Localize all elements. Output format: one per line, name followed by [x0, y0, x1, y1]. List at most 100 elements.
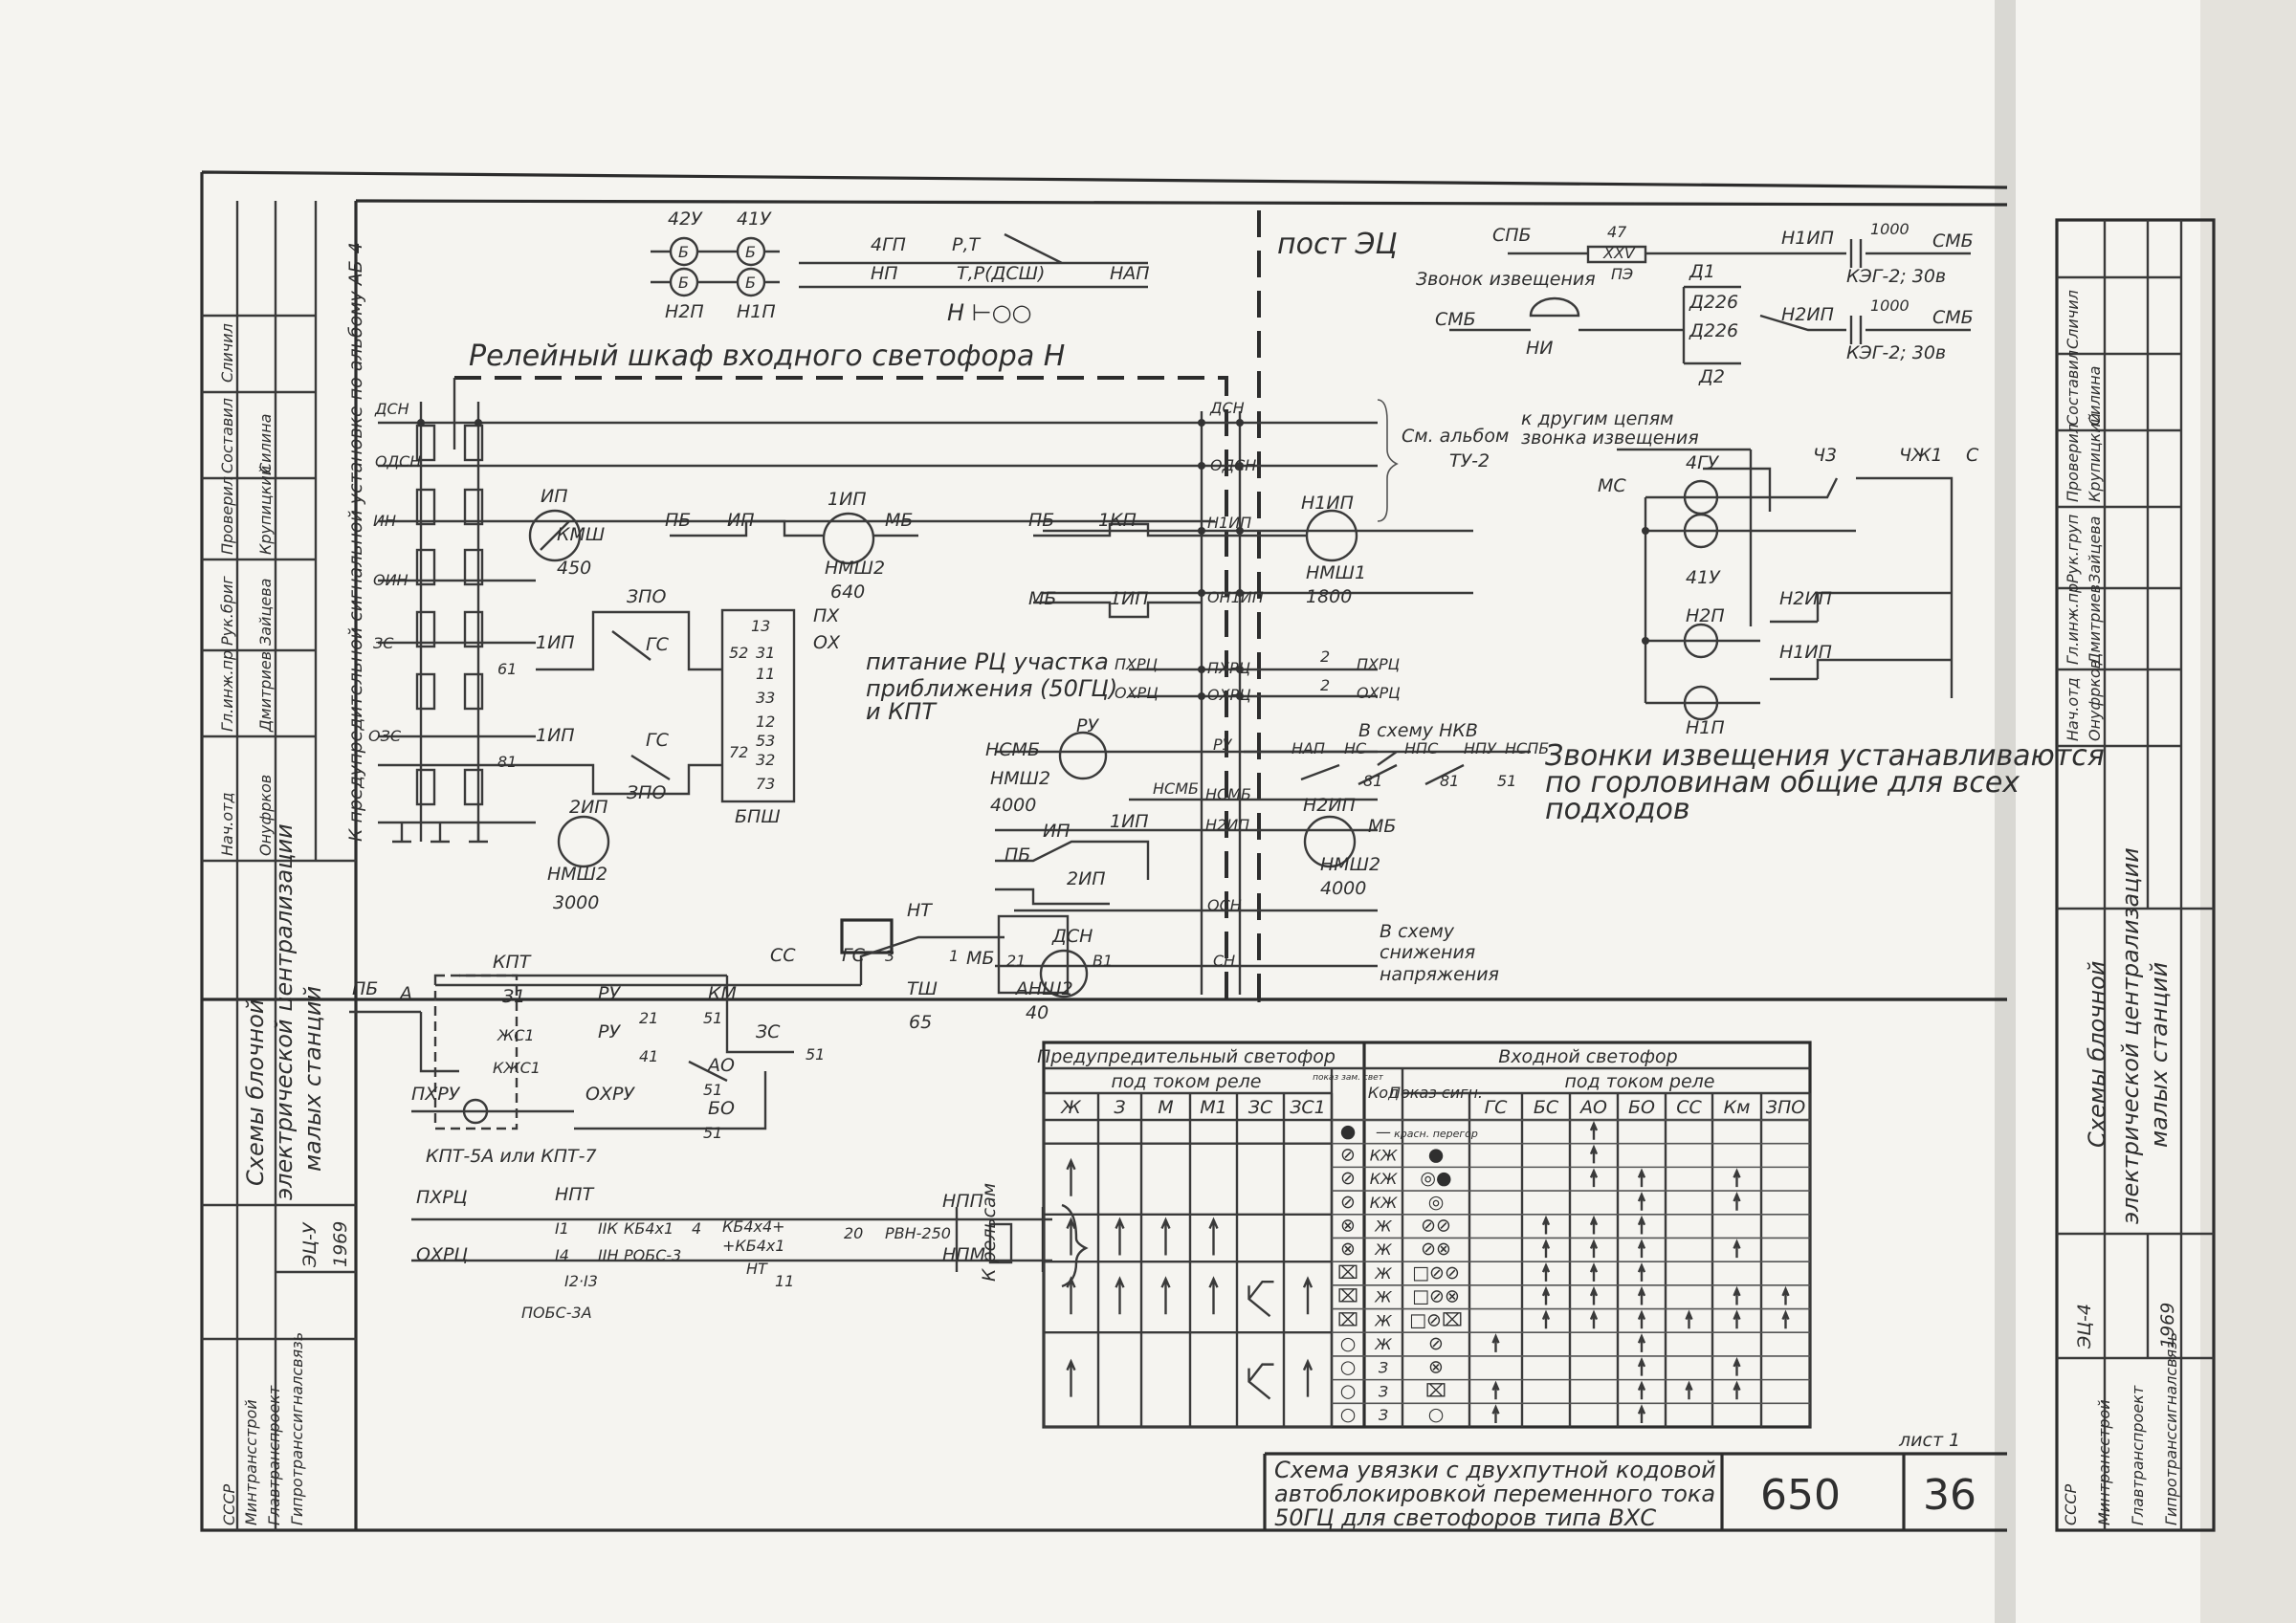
- warning-lamp-icon: ⊗: [1340, 1239, 1356, 1260]
- contact-nt: НТ: [746, 1260, 768, 1278]
- transformer-nt: НТ: [907, 900, 933, 921]
- bpsh-pin: 12: [756, 713, 775, 731]
- contact-number: 3: [885, 947, 894, 965]
- label-np: НП: [871, 263, 898, 284]
- label-n1p: Н1П: [1686, 717, 1725, 738]
- bell-label: Звонок извещения: [1416, 269, 1596, 290]
- stamp-org: Гипротранссигналсвязь: [2162, 1332, 2180, 1525]
- table-code-cell: Ж: [1374, 1335, 1392, 1353]
- relay-2ip: 2ИП: [569, 797, 608, 818]
- label-d2: Д2: [1698, 366, 1725, 387]
- bus-label: Н2ИП: [1205, 816, 1249, 834]
- stamp-title: Схемы блочной: [2084, 961, 2110, 1148]
- note-rc-power: и КПТ: [866, 698, 938, 725]
- label-ox: ОХ: [813, 632, 841, 653]
- label-keg: КЭГ-2; 30в: [1846, 266, 1946, 287]
- bell-lamp-labels: МС 4ГУ 41У Н2П Н1П Ч3 ЧЖ1 С Н2ИП Н1ИП Зв…: [1545, 445, 2105, 826]
- warning-lamp-icon: ⌧: [1337, 1309, 1358, 1330]
- energized-arrow-icon: [1589, 1144, 1599, 1164]
- capacitor-kb1: КБ4х1: [624, 1219, 673, 1238]
- transformer-type: ПОБС-3А: [521, 1304, 592, 1322]
- winding-label: IIК: [598, 1219, 618, 1238]
- bus-label: ОЗС: [368, 727, 402, 745]
- contact-bo: БО: [708, 1098, 735, 1119]
- energized-arrow-icon: [1066, 1217, 1076, 1256]
- table-col-header: СС: [1676, 1097, 1702, 1118]
- signal-h-symbol: Н ⊢○○: [947, 299, 1031, 326]
- stamp-code: ЭЦ-4: [2074, 1304, 2095, 1349]
- table-code-cell: —: [1376, 1123, 1391, 1141]
- signal-indication-icon: ⊗: [1428, 1357, 1444, 1378]
- lamp-b-icon: Б: [745, 274, 756, 292]
- bus-label: ПХРЦ: [1207, 659, 1250, 677]
- stamp-role: Сличил: [2064, 290, 2082, 349]
- label-oxrc: ОХРЦ: [1357, 684, 1401, 702]
- label-n1ip: Н1ИП: [1779, 642, 1832, 663]
- contact-ru: РУ: [598, 983, 621, 1004]
- label-npm: НПМ: [942, 1244, 985, 1265]
- relay-resistance: 40: [1026, 1002, 1049, 1023]
- bpsh-pin: 13: [751, 617, 770, 635]
- sheet-number: лист 1: [1898, 1430, 1960, 1451]
- warning-lamp-icon: ⊘: [1340, 1192, 1356, 1213]
- contact-number: 51: [703, 1124, 722, 1142]
- stamp-org: Минтрансстрой: [242, 1399, 260, 1525]
- left-stamp: Сличил Составил Силина Проверил Крупицки…: [218, 323, 351, 1525]
- relay-resistance: 4000: [1320, 878, 1366, 899]
- energized-arrow-icon: [1733, 1380, 1741, 1400]
- stamp-name: Зайцева: [256, 579, 275, 646]
- stamp-role: Составил: [218, 398, 236, 473]
- stamp-role: Нач.отд: [218, 792, 236, 856]
- relay-kmsh-resistance: 450: [557, 558, 591, 579]
- note-to-voltage-reduction: напряжения: [1380, 964, 1499, 985]
- bus-label: Н1ИП: [1207, 514, 1251, 532]
- label-pb: ПБ: [352, 978, 378, 999]
- note-bells: подходов: [1545, 793, 1690, 826]
- relay-type: НМШ1: [1306, 562, 1366, 583]
- note-bells: по горловинам общие для всех: [1545, 766, 2020, 800]
- stamp-role: Проверил: [218, 476, 236, 555]
- signal-indication-icon: ●: [1428, 1144, 1445, 1165]
- label-4gp: 4ГП: [871, 234, 906, 255]
- drawing-caption: Схема увязки с двухпутной кодовой: [1274, 1457, 1716, 1483]
- note-rc-power: приближения (50ГЦ): [866, 675, 1117, 702]
- signal-indication-icon: ⊘⊗: [1421, 1239, 1451, 1260]
- relay-kmsh: КМШ: [557, 524, 605, 545]
- energized-arrow-icon: [1589, 1120, 1599, 1140]
- label-4gu: 4ГУ: [1686, 452, 1720, 473]
- energized-arrow-icon: [1541, 1239, 1551, 1259]
- contact-gs: ГС: [842, 945, 866, 966]
- energized-arrow-icon: [1491, 1380, 1500, 1400]
- contact-2ip: 2ИП: [1067, 868, 1106, 889]
- bpsh-pin: 32: [756, 751, 775, 769]
- label-pxrc: ПХРЦ: [416, 1187, 468, 1208]
- bus-label: ОИН: [373, 571, 408, 589]
- stamp-year: 1969: [330, 1221, 351, 1267]
- contact-ip: ИП: [727, 510, 755, 531]
- energized-arrow-icon: [1589, 1168, 1599, 1188]
- label-keg: КЭГ-2; 30в: [1846, 342, 1946, 363]
- relay-type: НМШ2: [990, 768, 1050, 789]
- relay-resistance: 640: [830, 581, 865, 603]
- energized-arrow-icon: [1541, 1309, 1551, 1329]
- signal-indication-icon: □⊘⌧: [1409, 1309, 1463, 1330]
- table-col-header: М1: [1200, 1097, 1226, 1118]
- bus-label: ОСН: [1207, 896, 1242, 914]
- energized-arrow-icon: [1160, 1217, 1171, 1256]
- scan-edge: [2200, 0, 2296, 1623]
- contact-zpo: ЗПО: [627, 782, 666, 803]
- reactor-robs: РОБС-3: [624, 1246, 681, 1264]
- bus-label: ОДСН: [375, 452, 421, 471]
- warning-lamp-icon: ●: [1340, 1121, 1357, 1142]
- winding-label: I2·I3: [564, 1272, 598, 1290]
- note-to-voltage-reduction: снижения: [1380, 942, 1475, 963]
- bpsh-pin: 72: [729, 743, 748, 761]
- label-pb: ПБ: [1028, 510, 1054, 531]
- energized-arrow-icon: [1781, 1285, 1790, 1305]
- kpt-labels: КПТ ПБ А З1 ЖС1 КЖС1 РУ 21 РУ 41 КМ 51 З…: [352, 952, 825, 1167]
- bus-label: ДСН: [1209, 399, 1245, 417]
- energized-arrow-icon: [1637, 1168, 1646, 1188]
- energized-arrow-icon: [1733, 1356, 1741, 1376]
